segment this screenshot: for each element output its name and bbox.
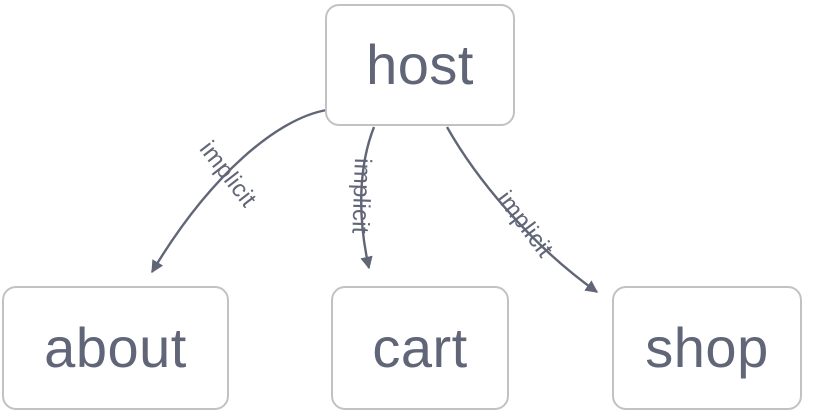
edge-host-about-path [150,108,328,274]
node-cart-label: cart [372,316,468,379]
node-shop-label: shop [645,316,769,379]
edge-host-about-label: implicit [194,136,262,212]
node-about-label: about [44,316,187,379]
edge-host-cart-path [360,126,376,270]
edge-host-shop-label: implicit [491,186,558,263]
edge-host-about[interactable]: implicit [150,108,328,274]
edge-host-shop-path [445,126,599,293]
node-shop[interactable]: shop [612,286,802,410]
node-about[interactable]: about [2,286,229,410]
edge-host-cart-label: implicit [346,158,376,235]
edge-host-cart[interactable]: implicit [346,126,376,270]
node-cart[interactable]: cart [331,286,509,410]
edge-host-shop[interactable]: implicit [445,126,599,293]
node-host-label: host [366,33,474,96]
node-host[interactable]: host [325,4,515,126]
